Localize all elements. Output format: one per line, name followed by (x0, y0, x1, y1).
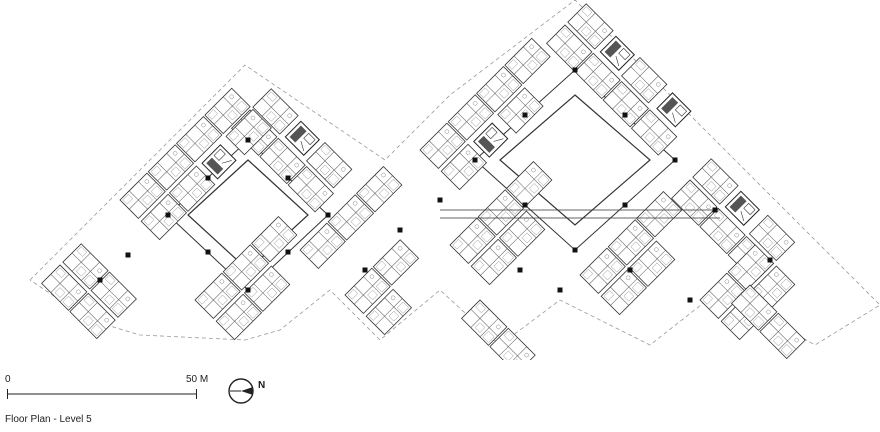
north-arrow-icon (228, 378, 254, 404)
scale-end-label: 50 M (186, 374, 209, 385)
site-boundary (29, 0, 880, 346)
north-label: N (258, 380, 266, 391)
floor-plan-drawing (29, 0, 880, 360)
right-wing (344, 3, 806, 360)
scale-start-label: 0 (5, 374, 11, 385)
plan-title: Floor Plan - Level 5 (5, 414, 92, 425)
left-wing (41, 87, 403, 340)
scale-bar (7, 389, 197, 399)
